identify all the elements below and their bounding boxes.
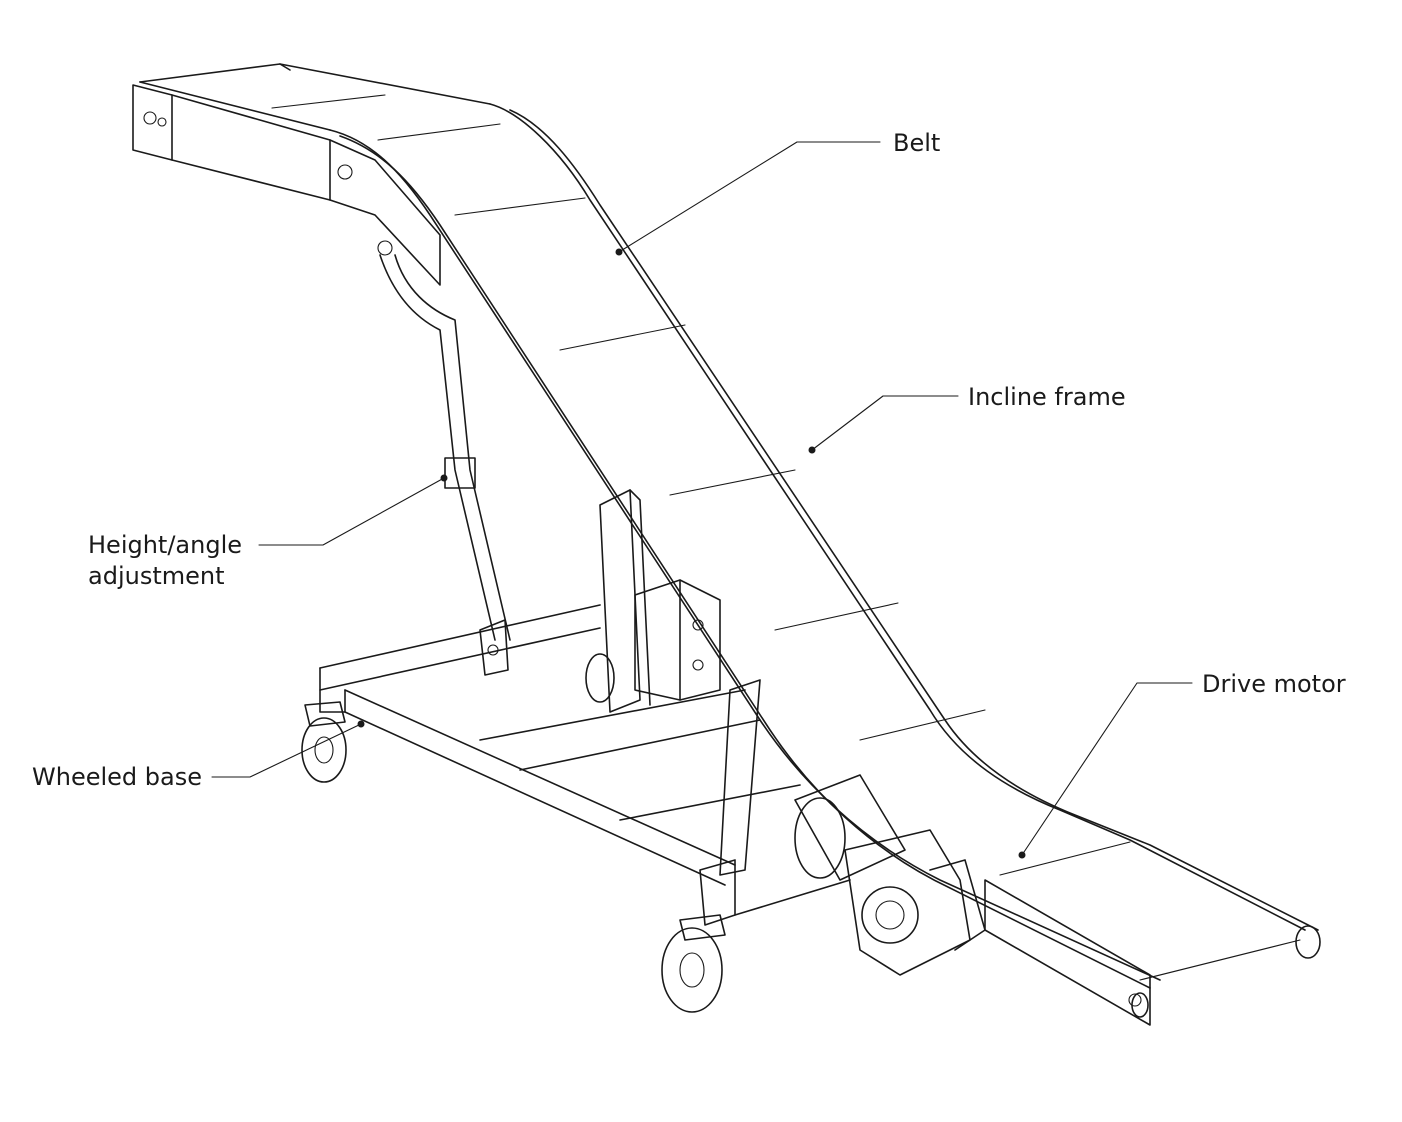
belt-leader [618,141,881,253]
control-box [634,579,721,701]
label-height-angle-line2: adjustment [88,562,225,590]
height-angle-leader [258,477,445,546]
leader-lines [211,141,1193,859]
side-plates [132,84,1151,1026]
belt [139,63,1321,1018]
label-height-angle-line1: Height/angle [88,531,243,559]
rear-leg [599,489,651,713]
label-incline-frame: Incline frame [968,383,1126,411]
label-wheeled-base: Wheeled base [32,763,202,791]
label-belt: Belt [893,129,941,157]
label-drive-motor: Drive motor [1202,670,1346,698]
incline-frame-leader [811,395,959,451]
wheeled-base-leader [211,723,362,778]
wheeled-base [301,604,851,1013]
drive-motor-leader [1021,682,1193,856]
height-angle-strut [379,254,511,676]
drive-motor [794,774,986,976]
